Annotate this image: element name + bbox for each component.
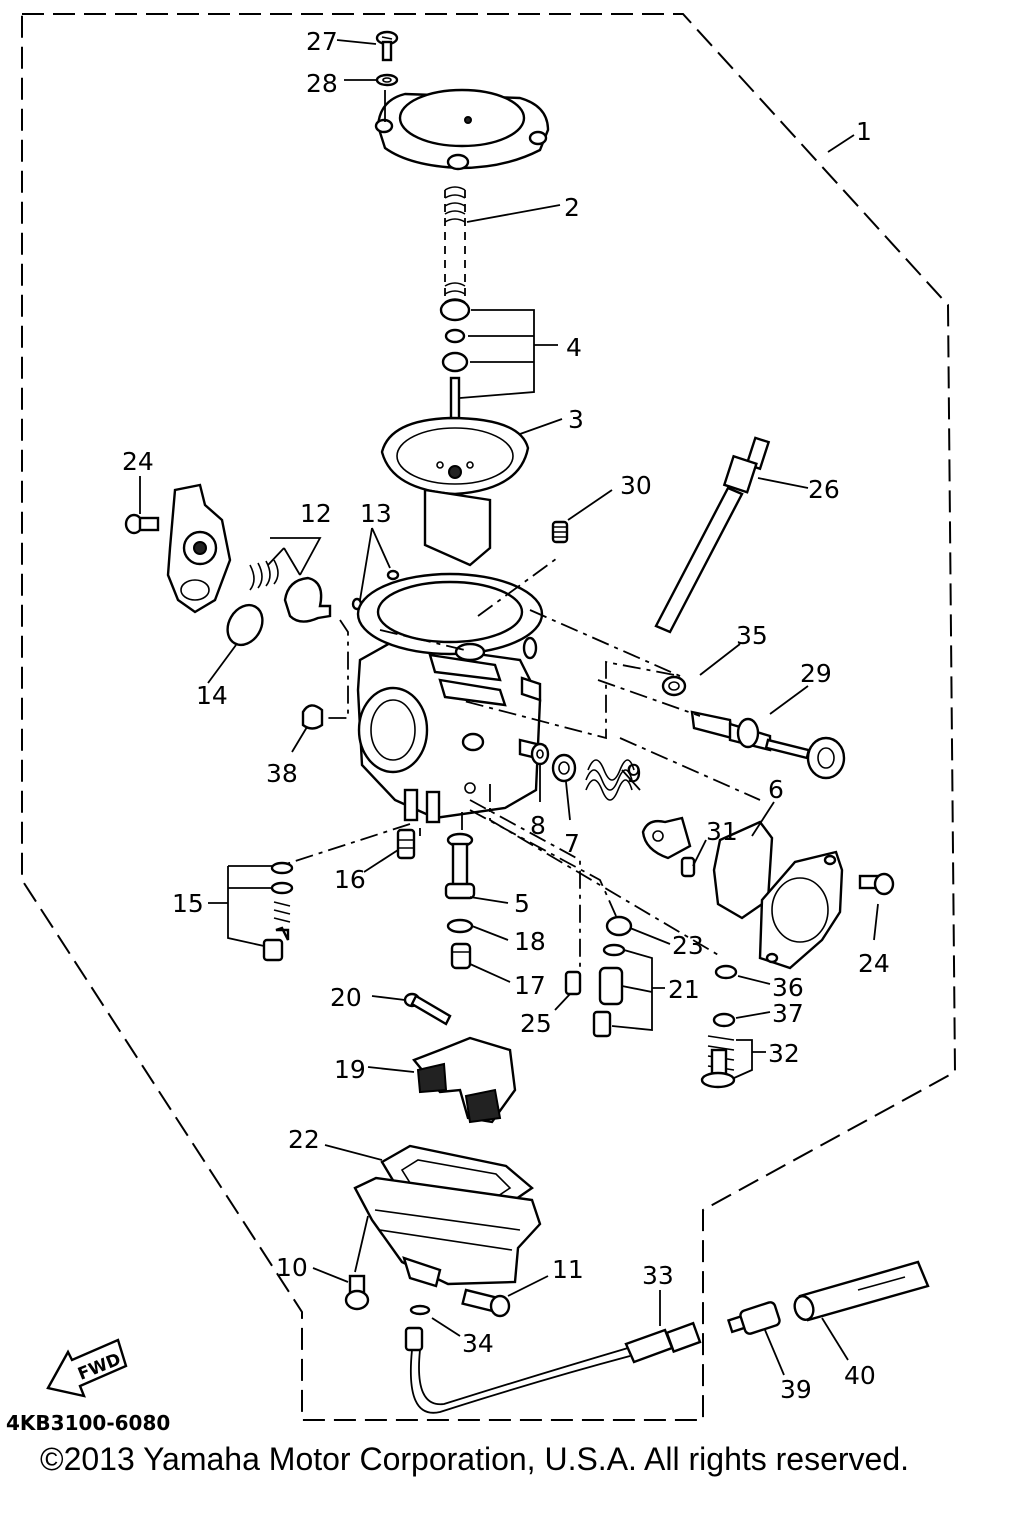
forward-direction-arrow-icon: FWD bbox=[46, 1338, 128, 1398]
part-fitting-39 bbox=[726, 1301, 781, 1335]
callout-25: 25 bbox=[520, 1009, 552, 1038]
callout-9: 9 bbox=[626, 759, 642, 788]
callout-8: 8 bbox=[530, 811, 546, 840]
callout-32: 32 bbox=[768, 1039, 800, 1068]
part-screw-30 bbox=[551, 520, 569, 544]
part-link-lever-31 bbox=[641, 816, 696, 878]
part-main-jet-17 bbox=[450, 942, 472, 970]
part-gasket-6 bbox=[712, 820, 774, 920]
part-screw-24-right bbox=[858, 872, 895, 896]
part-drain-hose-33 bbox=[404, 1321, 702, 1414]
part-screw-24-left bbox=[124, 513, 160, 535]
part-carb-body bbox=[356, 572, 547, 824]
callout-40: 40 bbox=[844, 1361, 876, 1390]
callout-7: 7 bbox=[564, 829, 580, 858]
part-diaphragm-12 bbox=[283, 576, 332, 623]
callout-24-right: 24 bbox=[858, 949, 890, 978]
part-washer-18 bbox=[446, 918, 474, 934]
callout-27: 27 bbox=[306, 27, 338, 56]
assembly-flow-lines bbox=[285, 555, 761, 968]
callout-30: 30 bbox=[620, 471, 652, 500]
part-air-vent-pipe-26 bbox=[654, 436, 771, 634]
part-spring-12 bbox=[249, 559, 279, 591]
part-carb-top-cap bbox=[374, 88, 550, 171]
callout-1: 1 bbox=[856, 117, 872, 146]
part-float-19 bbox=[412, 1036, 517, 1124]
callout-15: 15 bbox=[172, 889, 204, 918]
part-float-bowl bbox=[353, 1176, 542, 1288]
callout-18: 18 bbox=[514, 927, 546, 956]
callout-29: 29 bbox=[800, 659, 832, 688]
callout-39: 39 bbox=[780, 1375, 812, 1404]
callout-4: 4 bbox=[566, 333, 582, 362]
callout-33: 33 bbox=[642, 1261, 674, 1290]
part-screw-27 bbox=[375, 30, 399, 62]
part-float-pin-20 bbox=[403, 992, 452, 1026]
part-o-ring-14 bbox=[226, 603, 264, 647]
callout-10: 10 bbox=[276, 1253, 308, 1282]
part-jet-16 bbox=[396, 828, 416, 860]
callout-labels: 27 28 1 2 4 3 24 30 26 12 13 35 29 14 38… bbox=[122, 27, 890, 1404]
part-plug-23 bbox=[605, 915, 633, 937]
callout-2: 2 bbox=[564, 193, 580, 222]
part-needle-valve-21 bbox=[592, 943, 626, 1038]
part-o-ring-34 bbox=[409, 1304, 431, 1316]
callout-38: 38 bbox=[266, 759, 298, 788]
callout-12: 12 bbox=[300, 499, 332, 528]
callout-24-left: 24 bbox=[122, 447, 154, 476]
leader-lines bbox=[139, 39, 879, 1376]
part-side-cover-right bbox=[758, 850, 844, 970]
part-throttle-stop-screw-32 bbox=[700, 1035, 736, 1089]
part-diaphragm-piston-3 bbox=[380, 416, 530, 567]
callout-14: 14 bbox=[196, 681, 228, 710]
callout-26: 26 bbox=[808, 475, 840, 504]
part-o-ring-36 bbox=[714, 964, 738, 980]
part-starter-plunger-29 bbox=[690, 710, 846, 780]
part-spring-2 bbox=[444, 186, 466, 310]
part-spring-9 bbox=[585, 759, 635, 801]
callout-36: 36 bbox=[772, 973, 804, 1002]
drawing-code: 4KB3100-6080 bbox=[6, 1411, 170, 1435]
callout-34: 34 bbox=[462, 1329, 494, 1358]
part-drain-screw-11 bbox=[461, 1288, 511, 1318]
part-o-ring-35 bbox=[661, 675, 687, 697]
part-side-cover-left bbox=[166, 483, 232, 614]
part-pilot-screw-set-15 bbox=[262, 861, 294, 962]
callout-28: 28 bbox=[306, 69, 338, 98]
part-hose-40 bbox=[793, 1260, 930, 1322]
part-cap-38 bbox=[301, 704, 324, 730]
part-washer-8 bbox=[530, 742, 550, 766]
callout-23: 23 bbox=[672, 931, 704, 960]
part-pilot-jet-25 bbox=[564, 970, 582, 996]
callout-3: 3 bbox=[568, 405, 584, 434]
callout-21: 21 bbox=[668, 975, 700, 1004]
callout-37: 37 bbox=[772, 999, 804, 1028]
part-washer-28 bbox=[375, 73, 399, 87]
callout-19: 19 bbox=[334, 1055, 366, 1084]
callout-20: 20 bbox=[330, 983, 362, 1012]
callout-6: 6 bbox=[768, 775, 784, 804]
callout-13: 13 bbox=[360, 499, 392, 528]
callout-16: 16 bbox=[334, 865, 366, 894]
callout-5: 5 bbox=[514, 889, 530, 918]
part-bowl-screw-10 bbox=[344, 1274, 370, 1311]
callout-11: 11 bbox=[552, 1255, 584, 1284]
part-needle-jet-5 bbox=[444, 832, 476, 900]
callout-22: 22 bbox=[288, 1125, 320, 1154]
copyright-notice: ©2013 Yamaha Motor Corporation, U.S.A. A… bbox=[40, 1441, 909, 1477]
callout-35: 35 bbox=[736, 621, 768, 650]
part-seal-7 bbox=[551, 753, 577, 783]
assembly-boundary bbox=[21, 13, 957, 1421]
callout-17: 17 bbox=[514, 971, 546, 1000]
callout-31: 31 bbox=[706, 817, 738, 846]
part-washer-37 bbox=[712, 1012, 736, 1028]
